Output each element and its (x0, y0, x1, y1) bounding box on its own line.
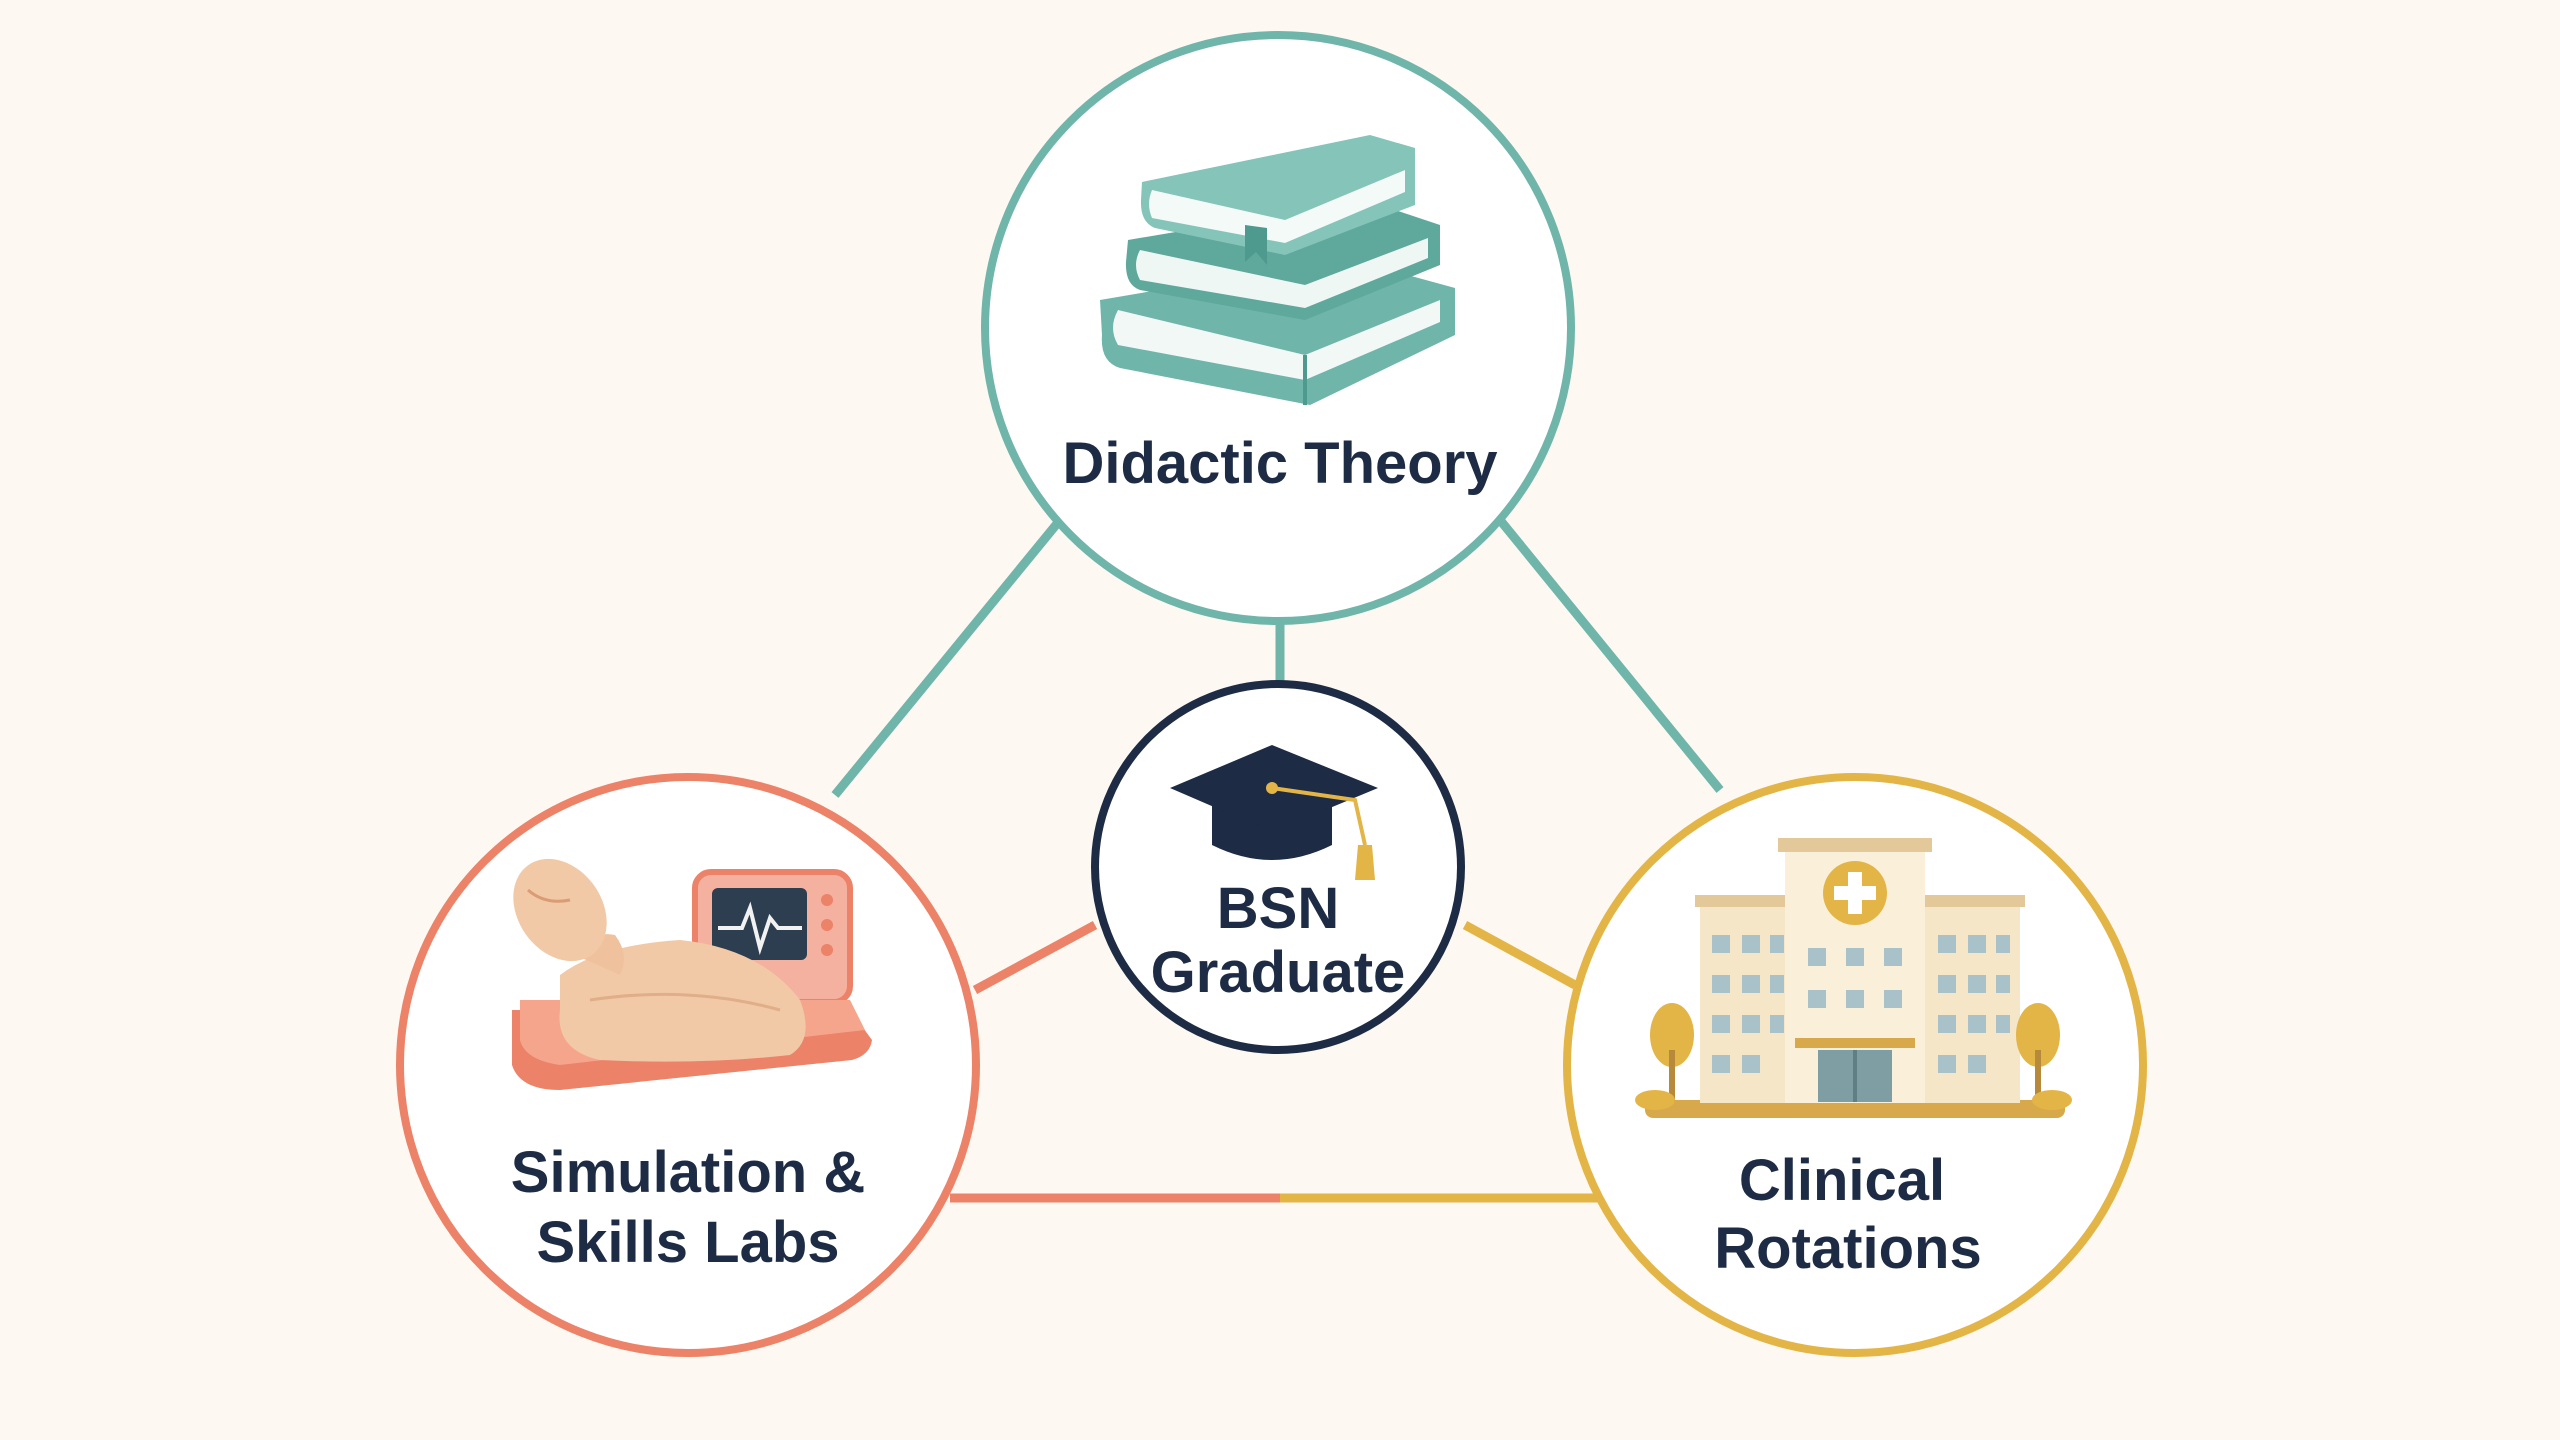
manikin-monitor-icon (512, 858, 872, 1090)
books-stack-icon (1100, 135, 1455, 405)
node-didactic-theory: Didactic Theory (981, 31, 1575, 625)
node-label-top: Didactic Theory (1062, 431, 1497, 496)
node-circle-center (1091, 680, 1465, 1054)
node-bsn-graduate: BSN Graduate (1091, 680, 1465, 1054)
node-label-right-line1: Clinical (1739, 1148, 1945, 1213)
node-simulation-skills-labs: Simulation & Skills Labs (396, 773, 980, 1357)
node-clinical-rotations: Clinical Rotations (1563, 773, 2147, 1357)
node-label-right-line2: Rotations (1714, 1216, 1981, 1281)
connectors (831, 517, 1724, 1203)
node-label-center-line2: Graduate (1151, 940, 1406, 1005)
node-label-center-line1: BSN (1217, 876, 1339, 941)
hospital-icon (1635, 838, 2072, 1118)
graduation-cap-icon (1170, 745, 1378, 880)
node-label-left-line1: Simulation & (511, 1140, 865, 1205)
connector-top-left (831, 517, 1064, 798)
connector-center-right (1462, 921, 1578, 989)
connector-center-left (972, 921, 1098, 994)
node-label-left-line2: Skills Labs (536, 1210, 839, 1275)
connector-top-right (1496, 517, 1724, 793)
